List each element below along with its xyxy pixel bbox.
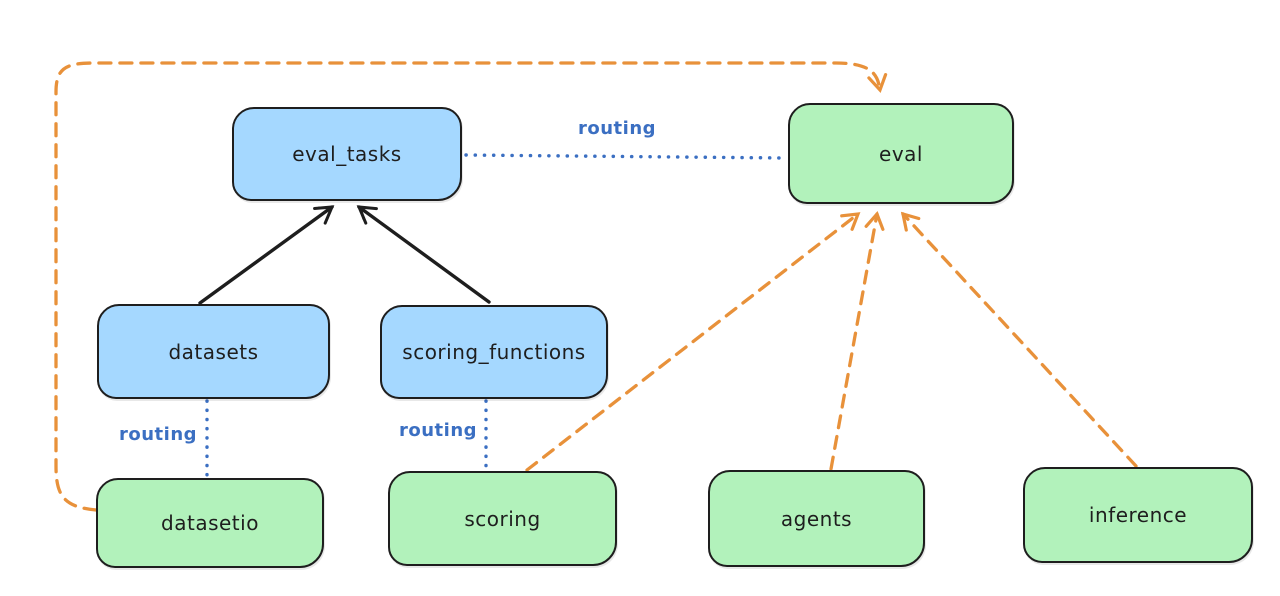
- node-eval-tasks-label: eval_tasks: [292, 142, 402, 166]
- node-scoring-functions[interactable]: scoring_functions: [380, 305, 608, 399]
- edge-inference-to-eval[interactable]: [900, 211, 1138, 468]
- node-datasets-label: datasets: [168, 339, 259, 364]
- node-eval-label: eval: [879, 141, 923, 166]
- node-inference[interactable]: inference: [1023, 467, 1253, 563]
- node-datasetio-label: datasetio: [161, 511, 259, 535]
- node-agents[interactable]: agents: [708, 470, 925, 567]
- node-scoring-functions-label: scoring_functions: [402, 340, 586, 364]
- node-scoring[interactable]: scoring: [388, 471, 617, 566]
- node-inference-label: inference: [1088, 503, 1188, 527]
- routing-label-datasets-datasetio: routing: [119, 424, 198, 445]
- edge-agents-to-eval[interactable]: [829, 210, 885, 471]
- edge-datasets-to-eval-tasks[interactable]: [198, 205, 335, 305]
- routing-label-scoring-functions-scoring: routing: [399, 420, 478, 441]
- node-scoring-label: scoring: [464, 506, 541, 531]
- node-datasetio[interactable]: datasetio: [96, 478, 324, 568]
- node-agents-label: agents: [780, 506, 853, 531]
- node-eval-tasks[interactable]: eval_tasks: [232, 107, 462, 201]
- edge-scoring-to-eval[interactable]: [525, 212, 861, 472]
- node-datasets[interactable]: datasets: [97, 304, 330, 399]
- edge-scoring-functions-to-eval-tasks[interactable]: [356, 205, 491, 304]
- node-eval[interactable]: eval: [788, 103, 1014, 204]
- edge-eval-tasks-to-eval-routing[interactable]: [464, 153, 788, 160]
- edge-datasetio-to-eval[interactable]: [54, 61, 888, 512]
- routing-label-eval-tasks-eval: routing: [578, 118, 657, 139]
